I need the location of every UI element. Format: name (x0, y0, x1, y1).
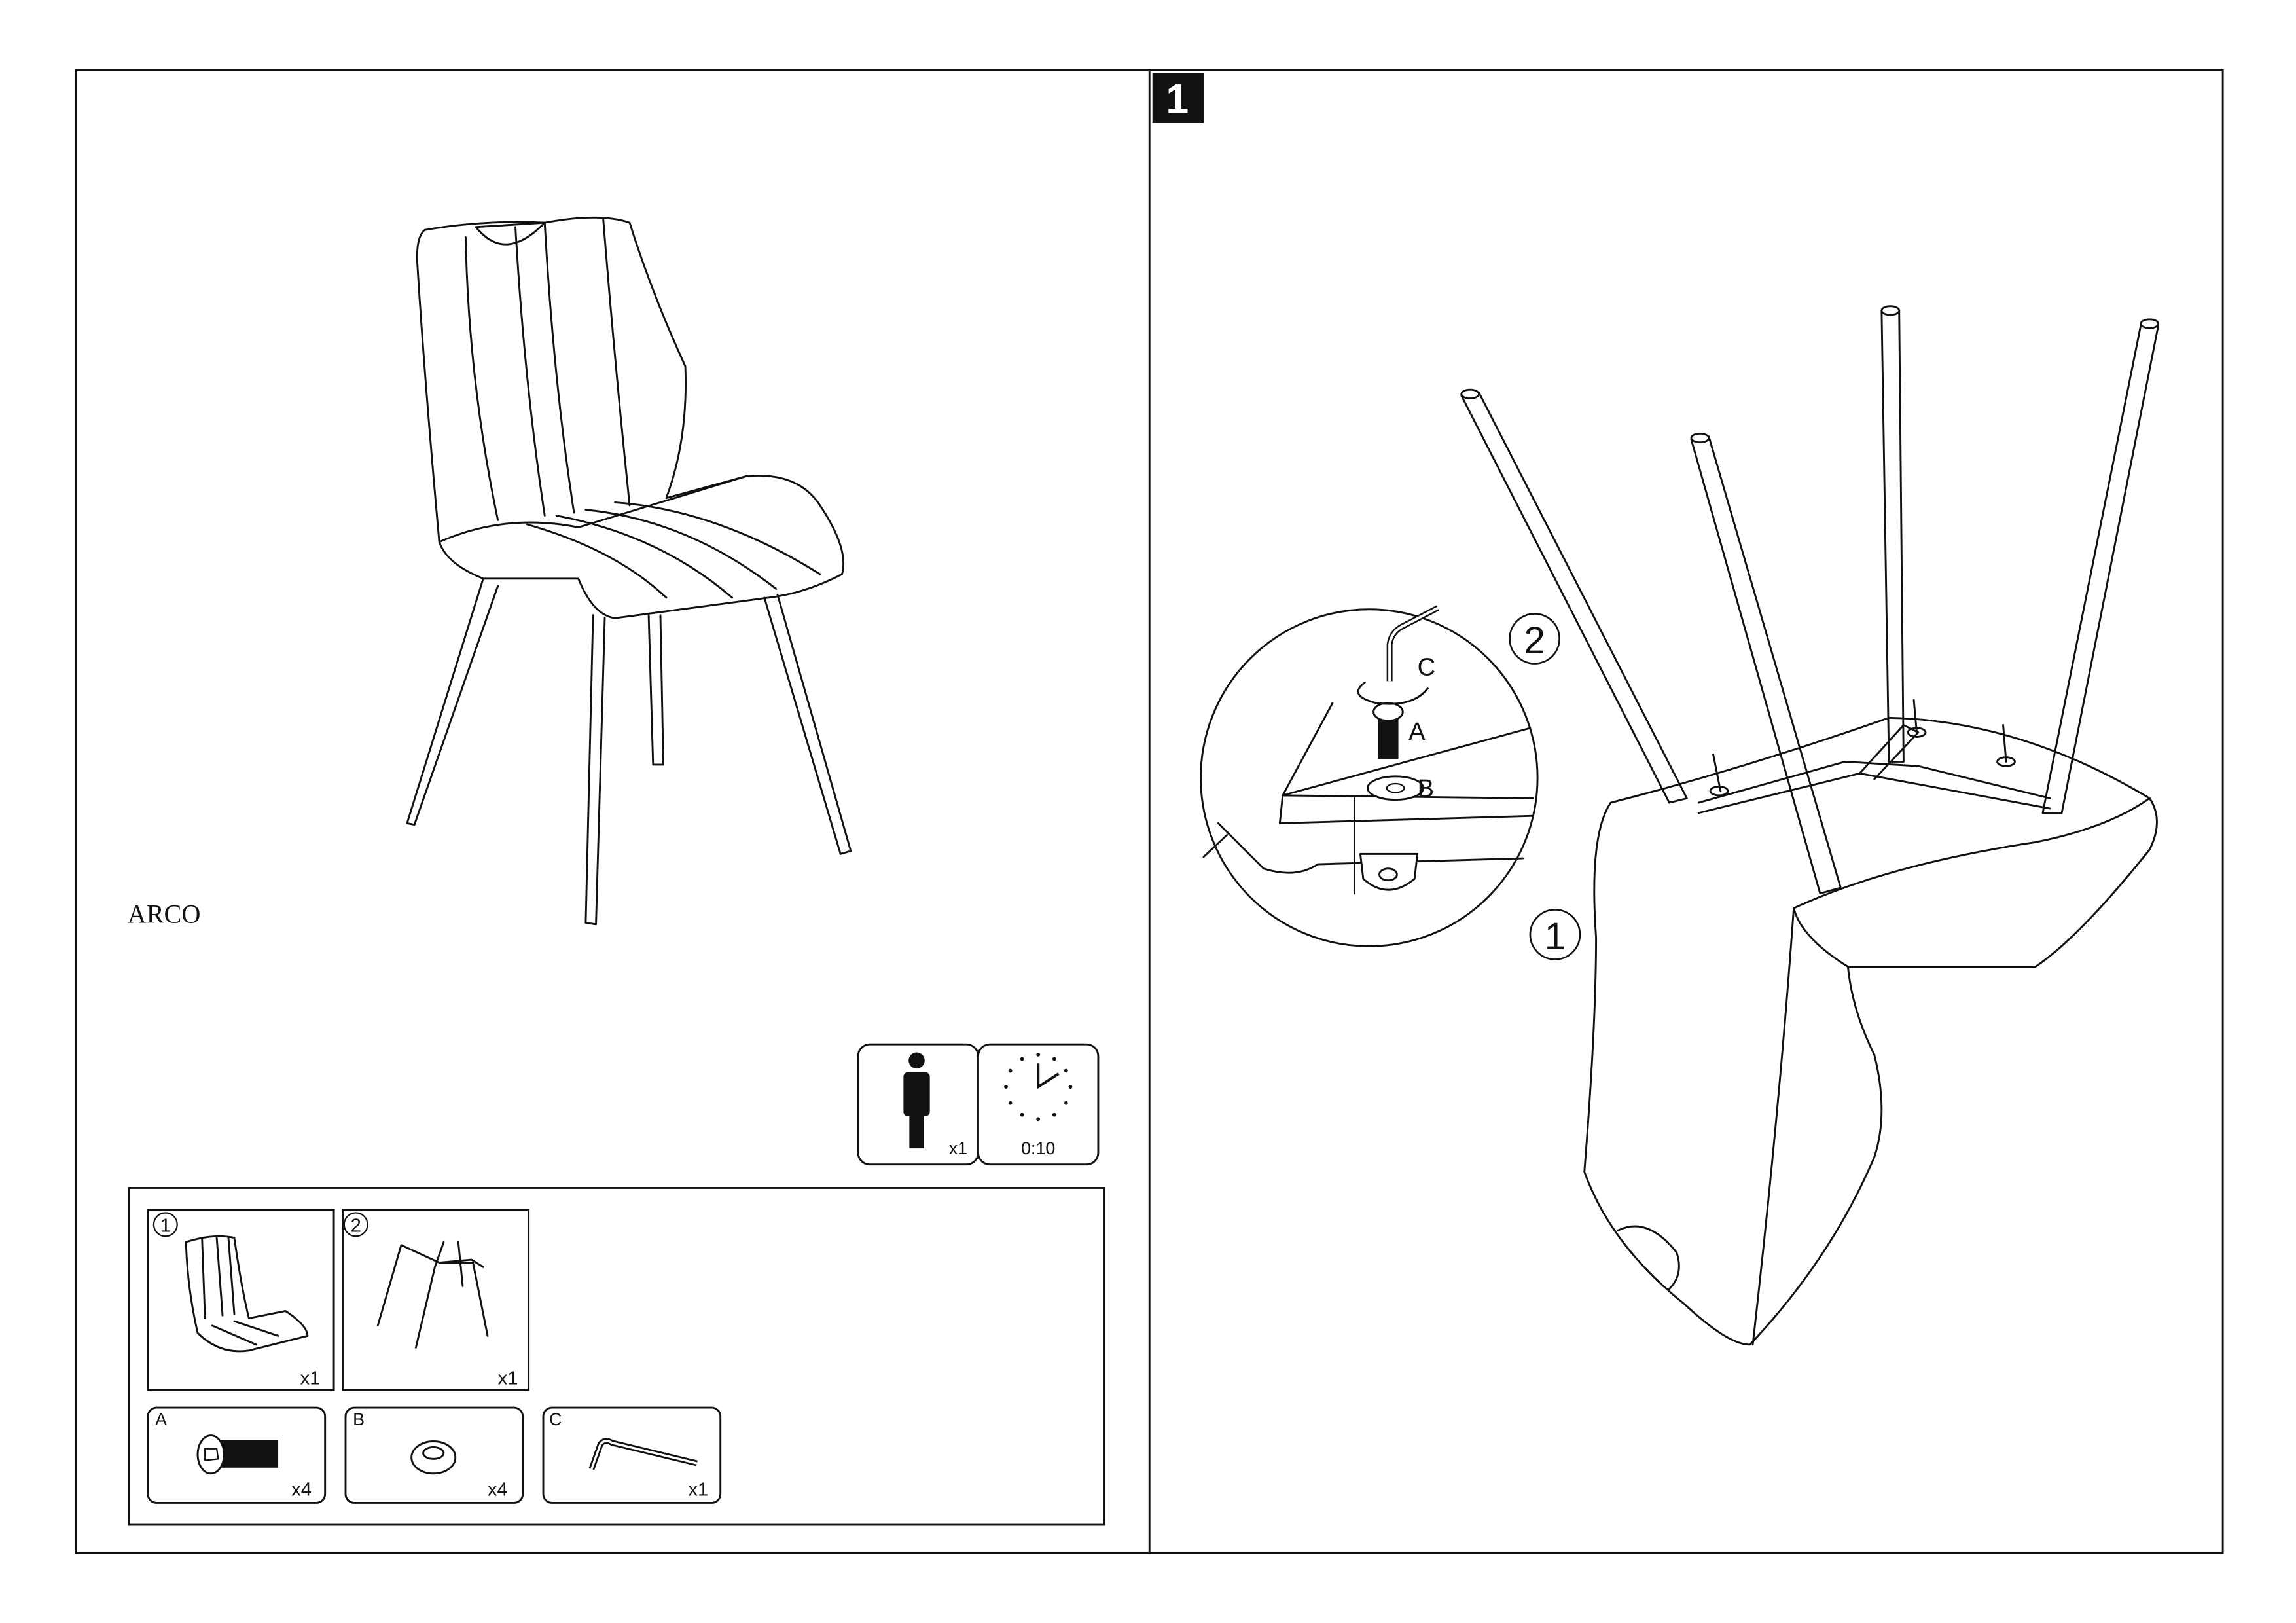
clock-hands (1037, 1063, 1060, 1089)
washer-detail (1367, 775, 1425, 801)
hardware-C-label: C (549, 1410, 562, 1429)
clock-tick (1064, 1101, 1068, 1105)
hardware-A-card: A x4 (147, 1406, 327, 1504)
clock-icon (1004, 1052, 1073, 1122)
leg-frame-icon (376, 1241, 489, 1349)
parts-list-box (128, 1187, 1105, 1526)
clock-tick (1008, 1068, 1013, 1073)
clock-tick (1064, 1068, 1068, 1073)
washer-icon (410, 1440, 457, 1475)
callout-part-1: 1 (1529, 909, 1581, 960)
hardware-A-label: A (155, 1410, 167, 1429)
part-2-card: 2 x1 (342, 1209, 530, 1391)
rotate-arrow-icon (1357, 682, 1429, 705)
persons-required-badge: x1 (857, 1043, 979, 1166)
clock-tick (1020, 1112, 1024, 1117)
clock-tick (1004, 1085, 1008, 1089)
bolt-icon (196, 1434, 279, 1475)
callout-part-1-number: 1 (1545, 915, 1566, 958)
upside-down-chair-diagram (1460, 305, 2160, 1346)
bolt-detail (1372, 702, 1404, 759)
clock-tick (1068, 1085, 1073, 1089)
clock-tick (1036, 1052, 1041, 1057)
clock-tick (1036, 1117, 1041, 1122)
step-number: 1 (1166, 76, 1189, 122)
hardware-B-card: B x4 (344, 1406, 524, 1504)
clock-tick (1052, 1057, 1056, 1061)
part-1-number: 1 (160, 1216, 171, 1237)
clock-tick (1008, 1101, 1013, 1105)
callout-part-2-number: 2 (1524, 619, 1545, 662)
time-required-badge: 0:10 (977, 1043, 1100, 1166)
step-number-badge: 1 (1152, 73, 1204, 123)
hardware-B-qty: x4 (488, 1479, 508, 1500)
person-icon (903, 1052, 930, 1149)
hardware-B-label: B (353, 1410, 365, 1429)
detail-label-C: C (1418, 653, 1435, 681)
detail-label-B: B (1418, 775, 1434, 803)
persons-count: x1 (949, 1139, 967, 1158)
detail-label-A: A (1408, 718, 1426, 746)
callout-part-2: 2 (1509, 613, 1561, 665)
hardware-C-qty: x1 (689, 1479, 709, 1500)
part-2-qty: x1 (498, 1368, 518, 1389)
hardware-C-card: C x1 (542, 1406, 722, 1504)
product-name: ARCO (128, 900, 201, 929)
part-1-card: 1 x1 (147, 1209, 335, 1391)
part-2-number: 2 (351, 1216, 361, 1237)
hardware-A-qty: x4 (291, 1479, 312, 1500)
chair-seat-icon (185, 1235, 309, 1353)
chair-illustration (406, 216, 852, 926)
clock-tick (1020, 1057, 1024, 1061)
clock-tick (1052, 1112, 1056, 1117)
detail-zoom-circle: C A B (1200, 605, 1539, 947)
part-1-qty: x1 (300, 1368, 321, 1389)
time-duration: 0:10 (1021, 1139, 1055, 1158)
